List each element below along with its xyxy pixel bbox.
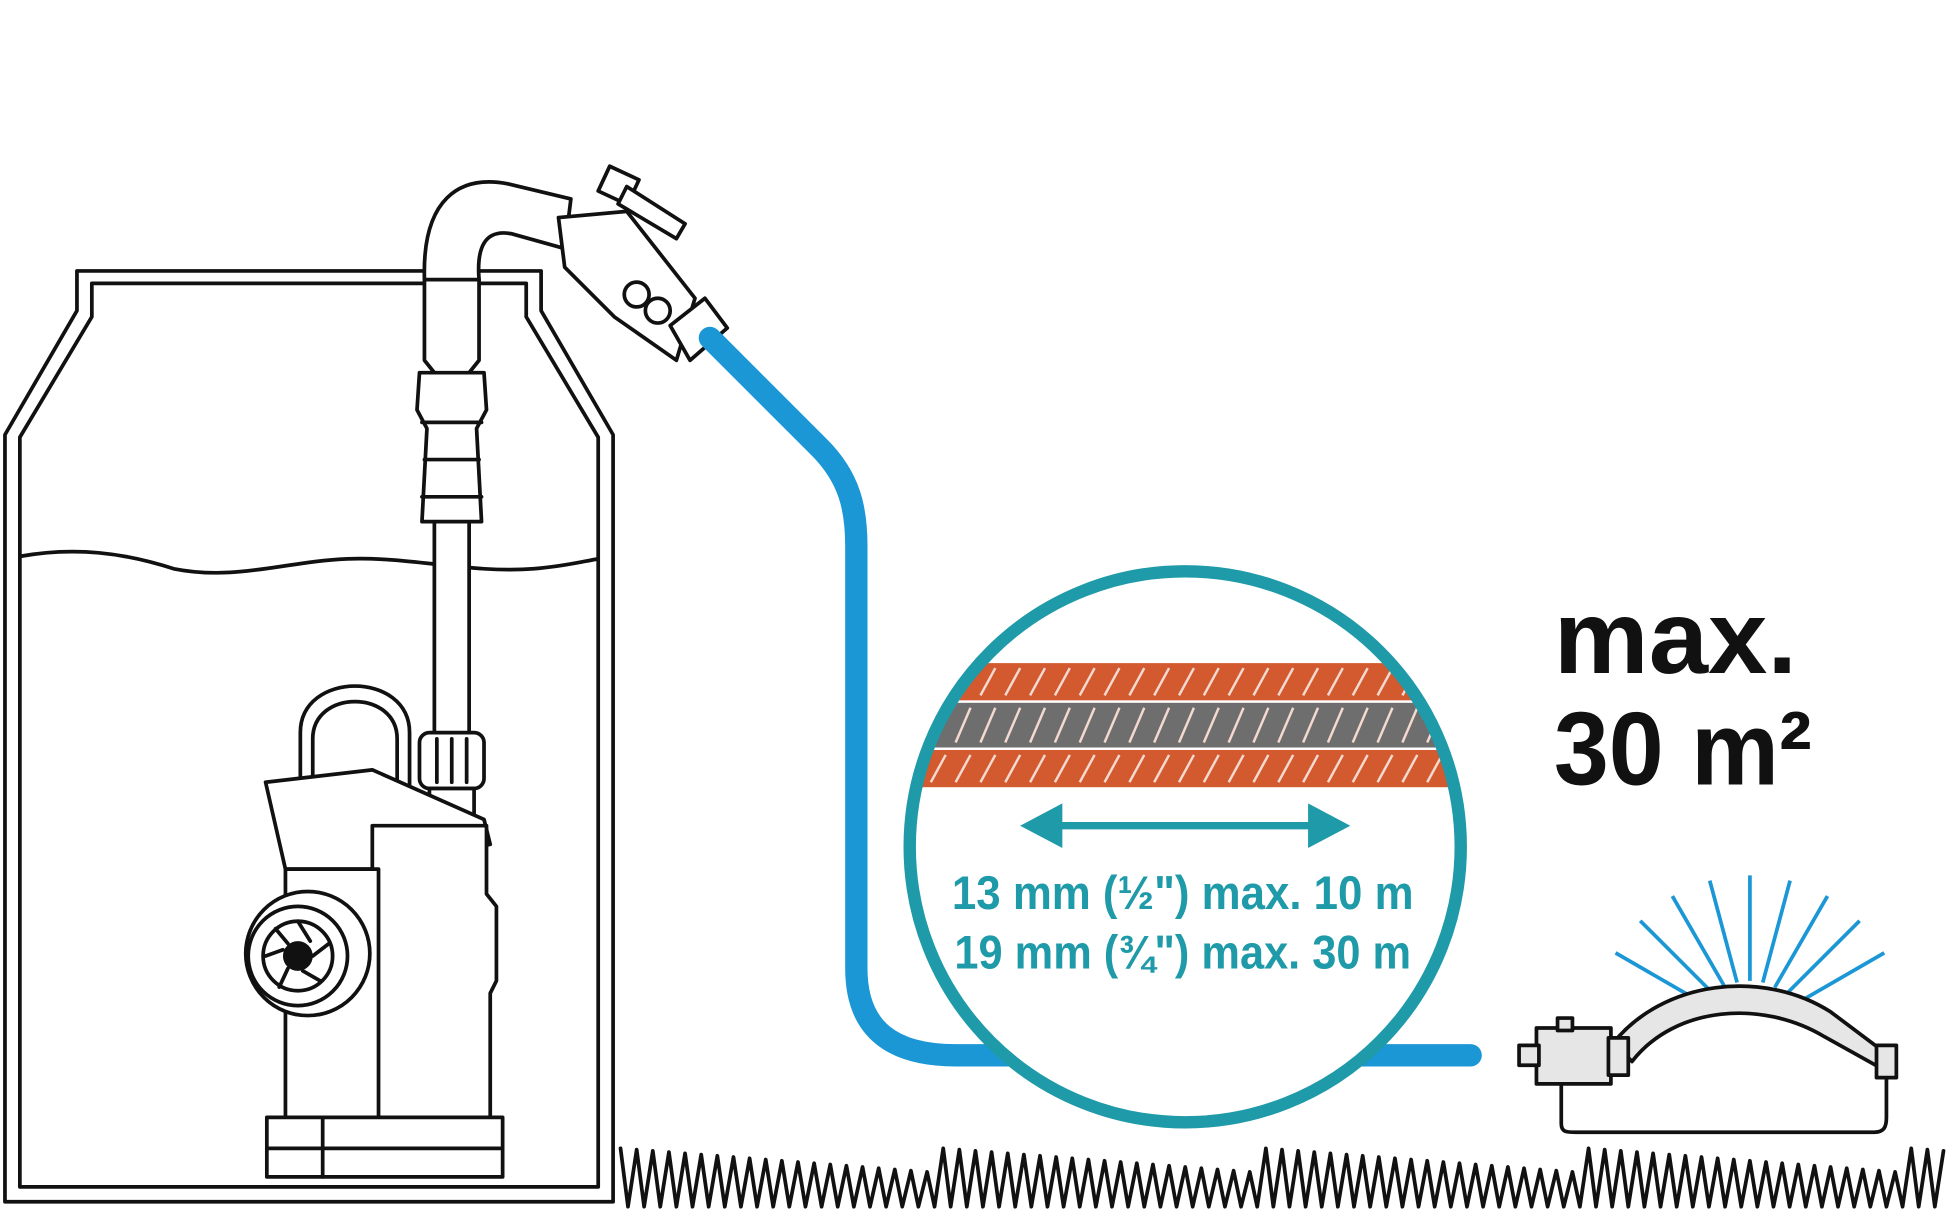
hose-braid-line: [1153, 754, 1171, 783]
hose-braid-line: [1326, 667, 1344, 696]
hose-braid-line: [1227, 667, 1245, 696]
hose-braid-line: [1177, 754, 1196, 783]
hose-braid-line: [1351, 754, 1369, 783]
spray-line: [1670, 895, 1727, 989]
hose-braid-line: [1153, 707, 1171, 744]
hose-braid-line: [1477, 668, 1492, 695]
hose-braid-line: [881, 755, 896, 782]
hose-braid-line: [1004, 707, 1022, 744]
grass: [618, 1146, 1946, 1209]
spray-line: [1638, 919, 1717, 997]
rain-barrel: [3, 269, 615, 1204]
hose-braid-line: [1252, 667, 1270, 696]
hose-braid-line: [1028, 707, 1047, 744]
hose-braid-line: [1227, 754, 1245, 783]
hose-braid-line: [881, 708, 896, 743]
hose-braid-line: [1450, 667, 1461, 696]
hose-braid-line: [979, 667, 997, 696]
hose-braid-line: [909, 707, 923, 744]
hose-braid-line: [1277, 707, 1295, 744]
spray-line: [1707, 880, 1739, 983]
hose-braid-line: [909, 667, 922, 696]
hose-braid-line: [1376, 667, 1394, 696]
hose-braid-line: [954, 754, 972, 783]
hose-spec-13mm: 13 mm (½") max. 10 m: [952, 866, 1414, 919]
coverage-max-label: max.: [1554, 580, 1797, 696]
hose-braid-line: [1128, 754, 1146, 783]
hose-braid-line: [1326, 707, 1344, 744]
hose-braid-line: [1426, 667, 1444, 696]
spray-line: [1773, 895, 1830, 989]
hose-braid-line: [1078, 707, 1096, 744]
hose-braid-line: [1227, 707, 1245, 744]
submersible-pump: [243, 684, 505, 1179]
hose-braid-line: [1028, 754, 1047, 783]
hose-braid-line: [1502, 668, 1517, 695]
hose-braid-line: [1153, 667, 1171, 696]
length-arrow-icon: [1020, 803, 1351, 849]
hose-braid-line: [1502, 708, 1517, 743]
hose-braid-line: [1128, 667, 1146, 696]
hose-braid-line: [1202, 667, 1220, 696]
hose-braid-line: [954, 707, 972, 744]
hose-braid-line: [1053, 754, 1071, 783]
hose-braid-line: [1028, 667, 1047, 696]
water-spray: [1614, 875, 1886, 1008]
hose-braid-line: [1202, 754, 1220, 783]
hose-braid-line: [1103, 754, 1121, 783]
hose-braid-line: [1103, 707, 1121, 744]
hose-braid-line: [1277, 754, 1295, 783]
hose-braid-line: [1252, 707, 1270, 744]
hose-braid-line: [1376, 754, 1394, 783]
hose-braid-line: [1401, 754, 1419, 783]
hose-braid-line: [1477, 708, 1492, 743]
hose-braid-line: [1004, 754, 1022, 783]
hose-braid-line: [1351, 707, 1369, 744]
hose-braid-line: [1301, 707, 1320, 744]
hose-braid-line: [1277, 667, 1295, 696]
hose-braid-line: [1401, 707, 1419, 744]
spray-line: [1760, 880, 1792, 983]
hose-braid-line: [1302, 667, 1320, 696]
hose-cross-section: [881, 663, 1517, 788]
hose-braid-line: [1078, 667, 1096, 696]
garden-hose: [698, 326, 1482, 1067]
hose-braid-line: [1302, 754, 1320, 783]
hose-braid-line: [1004, 667, 1022, 696]
water-level: [17, 549, 601, 575]
hose-braid-line: [1351, 667, 1369, 696]
hose-braid-line: [1177, 707, 1196, 744]
coverage-area: 30 m²: [1554, 692, 1812, 808]
hose-braid-line: [1078, 754, 1096, 783]
hose-braid-line: [1128, 707, 1146, 744]
hose-braid-line: [1426, 754, 1444, 783]
hose-braid-line: [1477, 755, 1492, 782]
valve: [556, 164, 730, 363]
oscillating-sprinkler: [1517, 875, 1899, 1135]
hose-braid-line: [1450, 707, 1461, 744]
hose-detail-magnifier: 13 mm (½") max. 10 m 19 mm (¾") max. 30 …: [881, 565, 1517, 1129]
hose-braid-line: [1326, 754, 1344, 783]
spray-line: [1783, 919, 1861, 997]
hose-braid-line: [1202, 707, 1220, 744]
hose-braid-line: [979, 754, 997, 783]
hose-braid-line: [929, 754, 947, 783]
hose-braid-line: [1177, 667, 1196, 696]
hose-braid-line: [1376, 707, 1394, 744]
hose-braid-line: [1252, 754, 1270, 783]
riser-pipe: [415, 180, 573, 822]
spray-line: [1791, 951, 1886, 1008]
hose-braid-line: [929, 667, 947, 696]
hose-braid-line: [1053, 707, 1071, 744]
hose-braid-line: [1053, 667, 1071, 696]
hose-braid-line: [1103, 667, 1121, 696]
hose-braid-line: [881, 668, 896, 695]
hose-braid-line: [979, 707, 997, 744]
hose-spec-19mm: 19 mm (¾") max. 30 m: [954, 925, 1411, 978]
hose-braid-line: [1502, 755, 1517, 782]
